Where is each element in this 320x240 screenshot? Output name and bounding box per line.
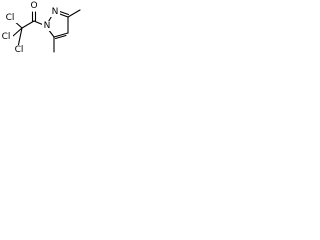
- ring-c4-c5-bond-a: [53, 32, 69, 38]
- nitrogen-1-label: N: [44, 21, 51, 31]
- ccl3-to-cl-left-bond: [12, 27, 23, 37]
- oxygen-label: O: [30, 1, 37, 11]
- ccl3-to-cl-bottom-bond: [17, 27, 23, 48]
- chemical-structure-diagram: O N N Cl Cl Cl: [0, 1, 81, 55]
- carbonyl-to-ccl3-bond: [21, 20, 35, 29]
- chlorine-3-label: Cl: [15, 45, 24, 55]
- atom-labels: O N N Cl Cl Cl: [0, 1, 60, 55]
- ring-c4-c5-bond-b: [54, 34, 67, 40]
- c3-methyl-bond: [67, 9, 81, 18]
- chlorine-1-label: Cl: [6, 13, 15, 23]
- chlorine-2-label: Cl: [2, 32, 11, 42]
- nitrogen-2-label: N: [52, 7, 59, 17]
